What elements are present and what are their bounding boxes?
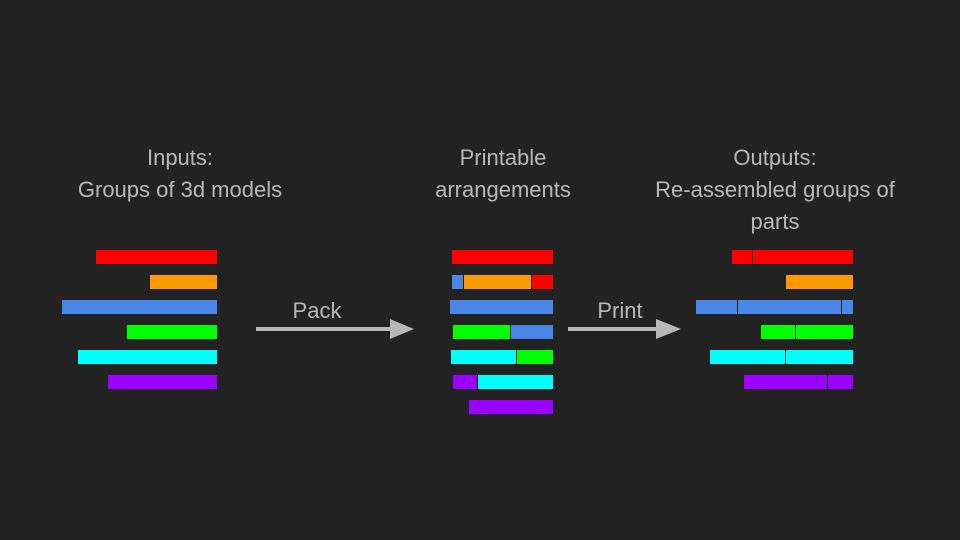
output-red-1 [732, 250, 752, 264]
inputs-label-line1: Inputs: [146, 145, 214, 170]
outputs-label-line3: parts [750, 209, 800, 234]
pack-label: Pack [292, 298, 342, 323]
output-purple-1 [744, 375, 827, 389]
input-bar-green [127, 325, 217, 339]
arrangement-blue-3 [511, 325, 553, 339]
arrangements-label: Printable arrangements [403, 142, 603, 206]
output-purple-2 [828, 375, 853, 389]
input-bar-blue [62, 300, 217, 314]
arrangement-purple-1 [453, 375, 477, 389]
arrangements-label-line2: arrangements [435, 177, 571, 202]
inputs-label: Inputs: Groups of 3d models [50, 142, 310, 206]
output-blue-3 [842, 300, 853, 314]
arrangement-blue-1 [452, 275, 463, 289]
arrangement-green-2 [517, 350, 553, 364]
input-bar-orange [150, 275, 217, 289]
input-bar-purple [108, 375, 217, 389]
output-green-1 [761, 325, 795, 339]
print-label: Print [597, 298, 643, 323]
arrangement-red-2 [532, 275, 553, 289]
arrangements-label-line1: Printable [459, 145, 547, 170]
output-cyan-1 [710, 350, 785, 364]
input-bar-cyan [78, 350, 217, 364]
arrangement-cyan-1 [451, 350, 516, 364]
output-orange-1 [786, 275, 853, 289]
output-blue-1 [696, 300, 737, 314]
output-cyan-2 [786, 350, 853, 364]
arrangement-orange-1 [464, 275, 531, 289]
input-bar-red [96, 250, 217, 264]
output-blue-2 [738, 300, 841, 314]
outputs-label-line1: Outputs: [733, 145, 817, 170]
print-arrow-icon [568, 319, 681, 339]
output-green-2 [796, 325, 853, 339]
outputs-label: Outputs: Re-assembled groups of parts [625, 142, 925, 238]
outputs-label-line2: Re-assembled groups of [655, 177, 895, 202]
arrangement-green-1 [453, 325, 510, 339]
arrangement-red-1 [452, 250, 553, 264]
arrangement-purple-2 [469, 400, 553, 414]
inputs-label-line2: Groups of 3d models [77, 177, 283, 202]
pack-arrow-icon [256, 319, 414, 339]
arrangement-cyan-2 [478, 375, 553, 389]
arrangement-blue-2 [450, 300, 553, 314]
output-red-2 [753, 250, 853, 264]
